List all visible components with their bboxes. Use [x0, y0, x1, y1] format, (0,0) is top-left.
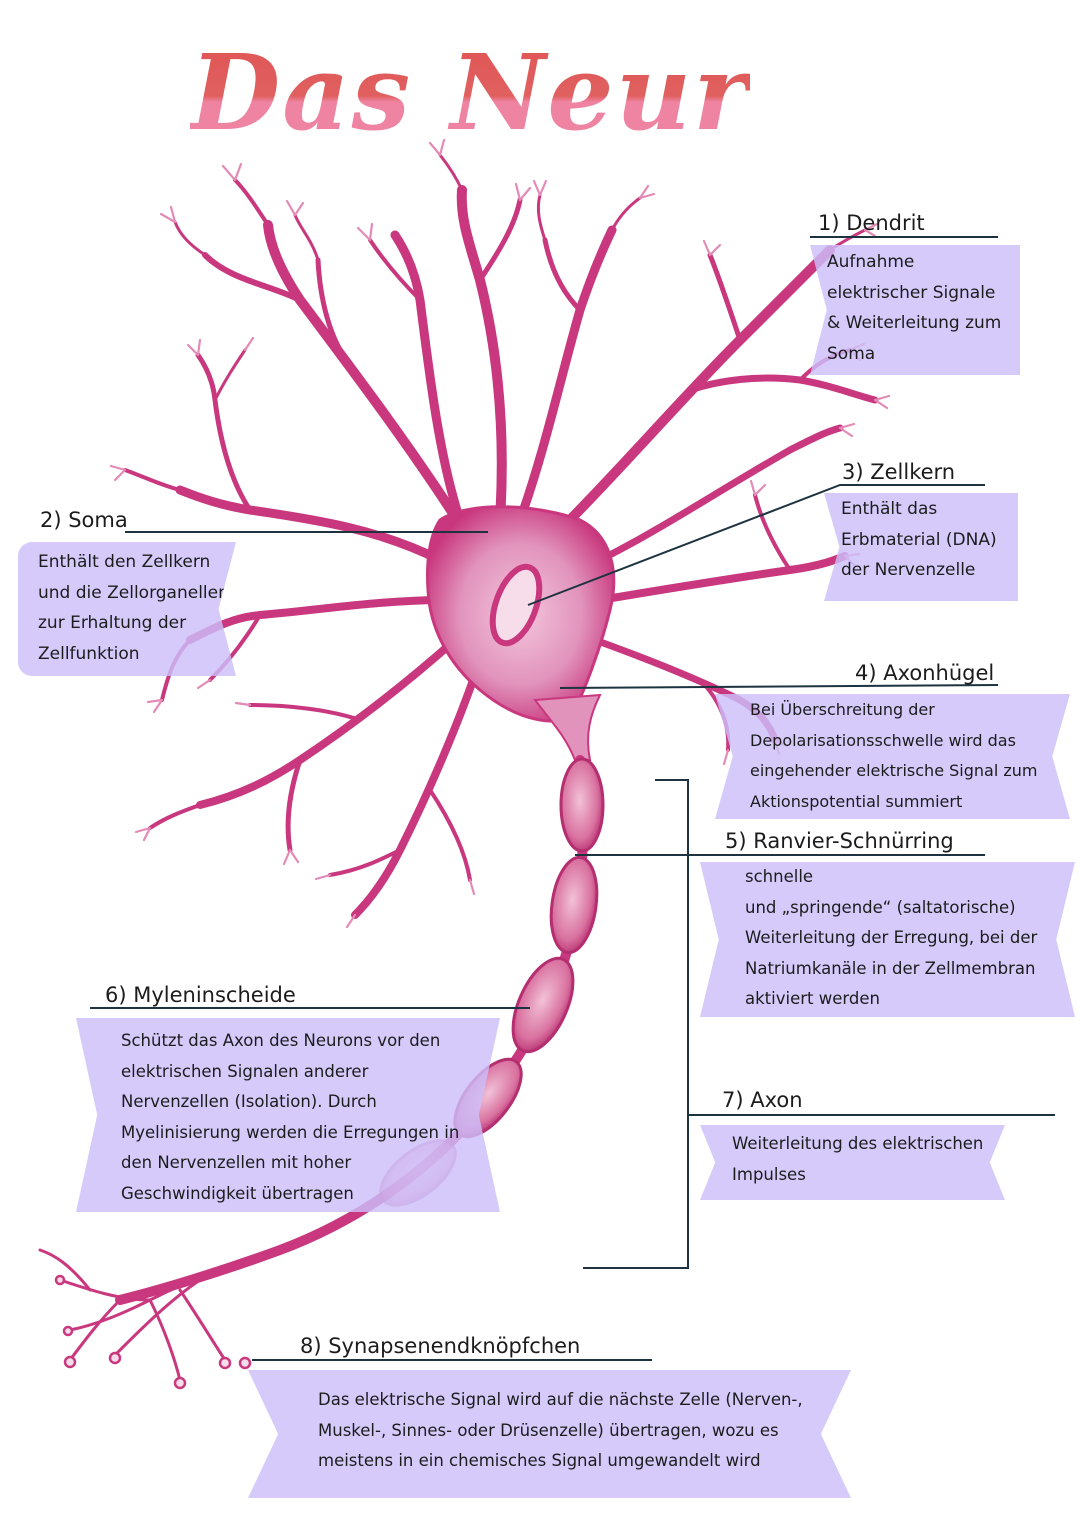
label-myelin-line: Geschwindigkeit übertragen: [121, 1183, 354, 1203]
label-axonhuegel-line: Bei Überschreitung der: [750, 700, 935, 719]
label-myelin-box: Schützt das Axon des Neurons vor den ele…: [76, 1018, 500, 1212]
label-synapse-heading: 8) Synapsenendknöpfchen: [300, 1334, 581, 1358]
axon-terminals: [38, 1243, 302, 1382]
label-myelin-line: Myelinisierung werden die Erregungen in: [121, 1122, 460, 1142]
nucleus: [489, 563, 543, 647]
axon-hillock: [533, 693, 602, 761]
label-dendrit-line: elektrischer Signale: [827, 282, 996, 303]
label-soma-box: Enthält den Zellkern und die Zellorganel…: [18, 542, 236, 676]
label-ranvier-line: aktiviert werden: [745, 989, 880, 1008]
label-myelin-line: Nervenzellen (Isolation). Durch: [121, 1092, 377, 1111]
label-ranvier-heading: 5) Ranvier-Schnürring: [725, 829, 954, 853]
label-soma-line: Enthält den Zellkern: [38, 552, 211, 572]
label-myelin-line: elektrischen Signalen anderer: [121, 1061, 369, 1081]
label-myelin-line: den Nervenzellen mit hoher: [121, 1153, 352, 1172]
label-ranvier-line: schnelle: [745, 867, 814, 886]
label-zellkern-line: der Nervenzelle: [841, 560, 976, 580]
label-soma-heading: 2) Soma: [40, 508, 128, 532]
label-myelin-line: Schützt das Axon des Neurons vor den: [121, 1031, 441, 1050]
label-ranvier-line: Weiterleitung der Erregung, bei der: [745, 928, 1038, 947]
label-zellkern-heading: 3) Zellkern: [842, 460, 956, 484]
label-synapse-line: meistens in ein chemisches Signal umgewa…: [318, 1451, 761, 1470]
label-synapse-line: Muskel-, Sinnes- oder Drüsenzelle) übert…: [318, 1420, 779, 1440]
label-synapse-line: Das elektrische Signal wird auf die näch…: [318, 1390, 803, 1409]
label-soma-line: und die Zellorganellen: [38, 582, 229, 603]
synaptic-knobs: [54, 1274, 252, 1390]
label-dendrit-line: & Weiterleitung zum: [827, 313, 1002, 333]
label-axonhuegel-line: Aktionspotential summiert: [750, 791, 963, 811]
label-soma-line: zur Erhaltung der: [38, 613, 187, 633]
leader-lines: [90, 236, 1055, 1361]
label-dendrit-box: Aufnahme elektrischer Signale & Weiterle…: [810, 245, 1020, 375]
label-zellkern-line: Enthält das: [841, 499, 938, 519]
label-axonhuegel-line: eingehender elektrische Signal zum: [750, 761, 1038, 780]
label-axonhuegel-heading: 4) Axonhügel: [855, 661, 995, 685]
label-axon-heading: 7) Axon: [722, 1088, 803, 1112]
label-zellkern-line: Erbmaterial (DNA): [841, 529, 997, 550]
label-dendrit-line: Soma: [827, 343, 876, 364]
label-zellkern-box: Enthält das Erbmaterial (DNA) der Nerven…: [824, 493, 1018, 601]
label-synapse-box: Das elektrische Signal wird auf die näch…: [248, 1370, 851, 1498]
label-axon-line: Impulses: [732, 1164, 806, 1184]
label-dendrit-heading: 1) Dendrit: [818, 211, 925, 235]
label-axon-line: Weiterleitung des elektrischen: [732, 1134, 984, 1153]
label-ranvier-line: Natriumkanäle in der Zellmembran: [745, 958, 1036, 978]
label-myelin-heading: 6) Myleninscheide: [105, 983, 296, 1007]
label-ranvier-box: schnelle und „springende“ (saltatorische…: [700, 862, 1075, 1017]
label-dendrit-line: Aufnahme: [827, 252, 915, 272]
label-axonhuegel-line: Depolarisationsschwelle wird das: [750, 730, 1016, 750]
label-ranvier-line: und „springende“ (saltatorische): [745, 897, 1016, 917]
label-soma-line: Zellfunktion: [38, 643, 140, 664]
dendrite-fine-branches: [109, 138, 891, 929]
label-axonhuegel-box: Bei Überschreitung der Depolarisationssc…: [715, 694, 1070, 819]
label-axon-box: Weiterleitung des elektrischen Impulses: [700, 1125, 1005, 1200]
